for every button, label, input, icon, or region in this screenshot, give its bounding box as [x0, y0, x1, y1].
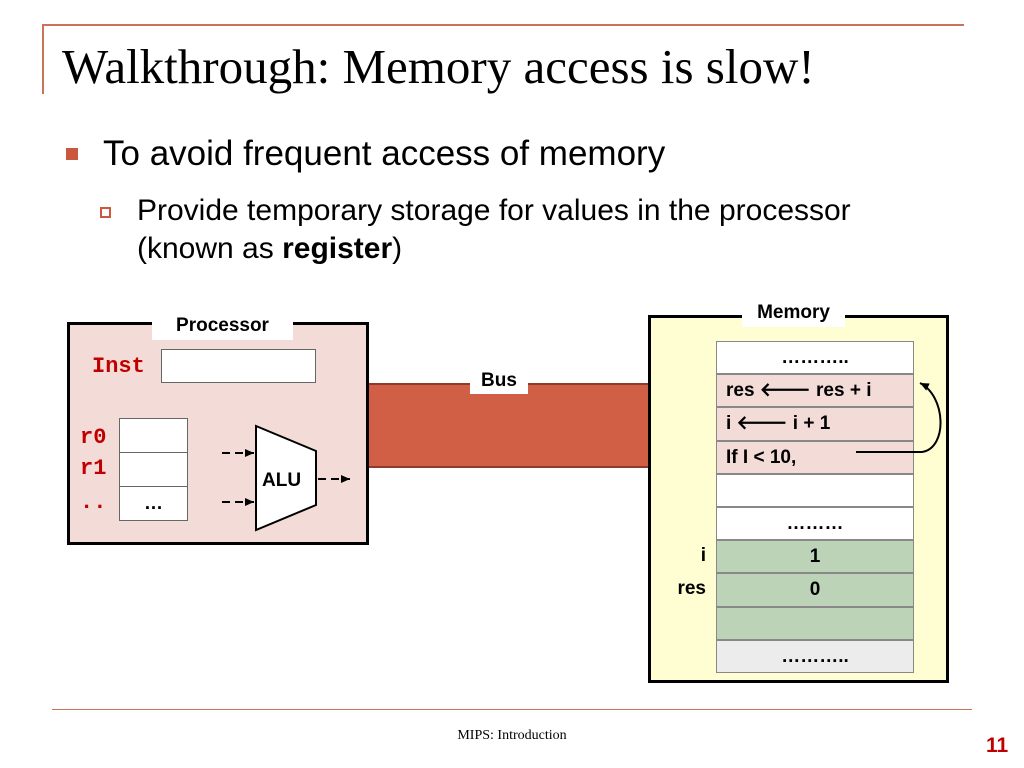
- bus-bar: [369, 383, 650, 468]
- page-number: 11: [986, 734, 1009, 757]
- memory-cell: res 🡐 res + i: [716, 374, 914, 407]
- memory-cell: 0: [716, 573, 914, 607]
- memory-cell-side-label: i: [700, 545, 706, 566]
- bullet-level2-text: Provide temporary storage for values in …: [137, 192, 877, 268]
- memory-cell: [716, 474, 914, 507]
- slide-title: Walkthrough: Memory access is slow!: [62, 39, 815, 94]
- memory-cell-side-label: res: [677, 578, 706, 599]
- footer-line: [52, 709, 972, 710]
- square-bullet-icon: [66, 148, 78, 160]
- memory-cell: If I < 10,: [716, 441, 914, 474]
- bullet-level1-text: To avoid frequent access of memory: [103, 134, 666, 173]
- memory-cell: i 🡐 i + 1: [716, 407, 914, 441]
- inst-register-box: [161, 349, 316, 383]
- memory-cell: [716, 607, 914, 640]
- bullet-level2-bold: register: [282, 232, 393, 265]
- alu-label: ALU: [262, 470, 302, 491]
- bullet-level2-suffix: ): [392, 232, 403, 265]
- inst-label: Inst: [92, 354, 145, 379]
- loop-back-arrow: [856, 382, 942, 453]
- register-label-r0: r0: [80, 425, 107, 450]
- processor-label: Processor: [152, 313, 293, 340]
- register-box-r0: [119, 418, 188, 453]
- memory-cell: ………..: [716, 341, 914, 374]
- register-box-r1: [119, 452, 188, 487]
- memory-label: Memory: [742, 300, 845, 327]
- alu-shape: [255, 424, 317, 532]
- bullet-level2-prefix: Provide temporary storage for values in …: [137, 194, 851, 265]
- bus-label: Bus: [470, 368, 528, 394]
- hollow-square-bullet-icon: [100, 207, 111, 218]
- register-box-more: …: [119, 486, 188, 521]
- memory-cell: 1: [716, 540, 914, 573]
- register-label-more: ..: [80, 490, 107, 515]
- memory-cell: ………: [716, 507, 914, 540]
- frame-left-line: [42, 24, 44, 94]
- frame-top-line: [42, 24, 964, 26]
- footer-text: MIPS: Introduction: [457, 728, 567, 743]
- memory-cell: ………..: [716, 640, 914, 673]
- register-label-r1: r1: [80, 456, 107, 481]
